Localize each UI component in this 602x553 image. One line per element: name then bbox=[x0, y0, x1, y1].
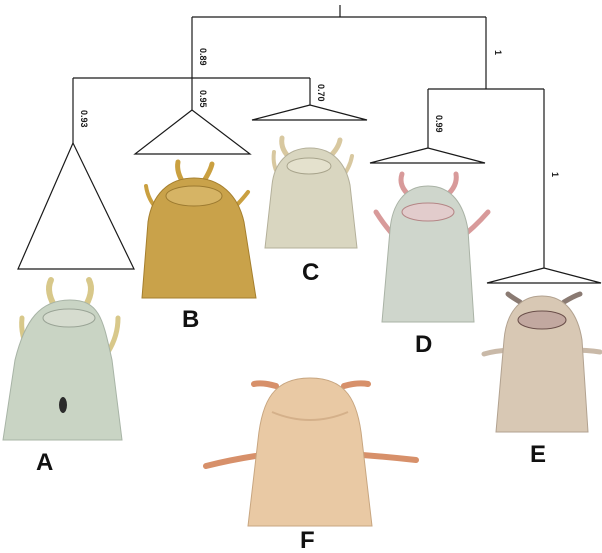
panel-label-E: E bbox=[530, 441, 546, 468]
panel-label-F: F bbox=[300, 527, 315, 553]
specimen-photo-D bbox=[376, 174, 488, 322]
barbel-E-left bbox=[508, 294, 520, 302]
specimen-photo-E bbox=[484, 294, 600, 432]
spot-A bbox=[59, 397, 67, 413]
support-node-B: 0.95 bbox=[198, 90, 208, 108]
clade-triangle-D bbox=[370, 148, 485, 163]
barbel-E-right bbox=[564, 294, 580, 302]
support-node-D: 0.99 bbox=[434, 115, 444, 133]
clade-triangle-A bbox=[18, 143, 134, 269]
specimen-photo-B bbox=[142, 162, 256, 298]
head-F bbox=[248, 378, 372, 526]
support-node-E: 1 bbox=[550, 172, 560, 177]
support-node-C: 0.70 bbox=[316, 84, 326, 102]
specimen-photo-C bbox=[265, 138, 357, 248]
specimen-photo-F bbox=[206, 378, 416, 526]
mouth-E bbox=[518, 311, 566, 329]
mouth-C bbox=[287, 158, 331, 174]
support-root-left: 0.89 bbox=[198, 48, 208, 66]
panel-label-C: C bbox=[302, 259, 319, 286]
mouth-A bbox=[43, 309, 95, 327]
clade-triangle-E bbox=[487, 268, 601, 283]
clade-triangle-C bbox=[252, 105, 367, 120]
barbel-F-right bbox=[344, 383, 368, 386]
panel-label-D: D bbox=[415, 331, 432, 358]
panel-label-B: B bbox=[182, 306, 199, 333]
mouth-D bbox=[402, 203, 454, 221]
mouth-B bbox=[166, 186, 222, 206]
specimen-photo-A bbox=[3, 280, 122, 440]
barbel-F-left bbox=[254, 383, 276, 386]
support-root-right: 1 bbox=[493, 50, 503, 55]
support-node-A: 0.93 bbox=[79, 110, 89, 128]
panel-label-A: A bbox=[36, 449, 53, 476]
clade-triangle-B bbox=[135, 110, 250, 154]
